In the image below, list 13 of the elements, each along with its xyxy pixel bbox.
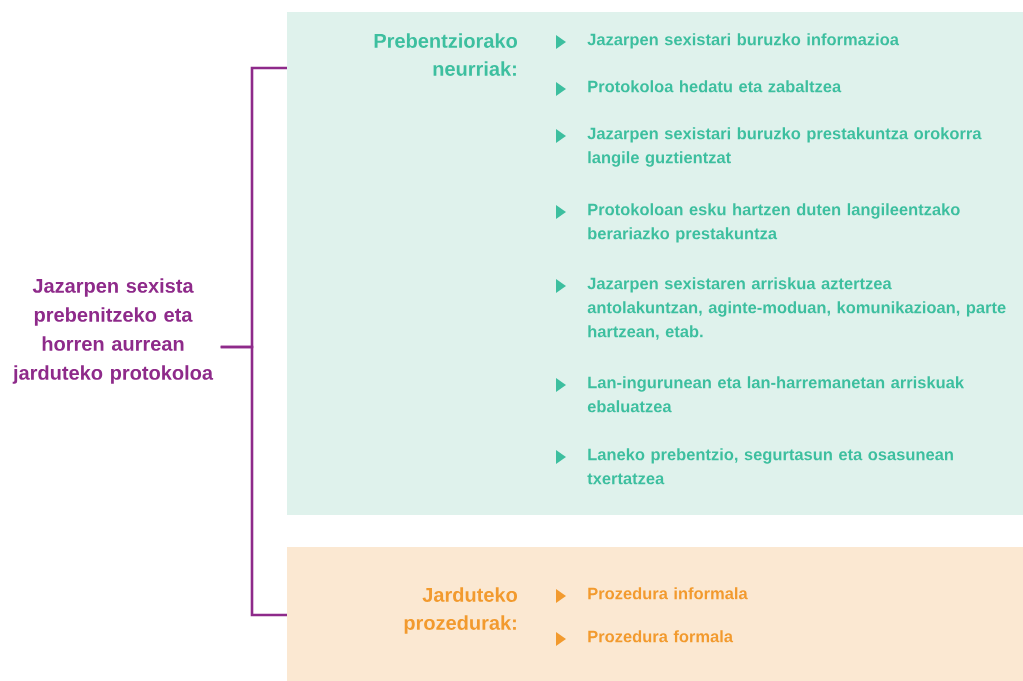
bullet-item: Lan-ingurunean eta lan-harremanetan arriskuak ebaluatzea xyxy=(556,376,965,413)
bullet-item: Laneko prebentzio, segurtasun eta osasunean txertatzea xyxy=(556,448,953,485)
bullet-item: Protokoloa hedatu eta zabaltzea xyxy=(556,80,842,96)
bullet-item: Prozedura formala xyxy=(556,630,734,646)
bullet-item: Protokoloan esku hartzen duten langileentzako berariazko prestakuntza xyxy=(556,203,960,243)
bullet-item: Jazarpen sexistari buruzko prestakuntza orokorra langile guztientzat xyxy=(556,127,982,167)
heading: Jarduteko prozedurak: xyxy=(404,587,517,634)
bullet-item: Jazarpen sexistari buruzko informazioa xyxy=(556,33,900,49)
title-text: Jazarpen sexista prebenitzeko eta horren aurrean jarduteko protokoloa xyxy=(12,278,214,384)
bullet-item: Jazarpen sexistaren arriskua aztertzea antolakuntzan, aginte-moduan, komunikazioan, parte hartzean, etab. xyxy=(556,277,1006,340)
bullet-item: Prozedura informala xyxy=(556,587,748,603)
heading: Prebentziorako neurriak: xyxy=(374,33,517,76)
bracket-line xyxy=(220,345,287,617)
